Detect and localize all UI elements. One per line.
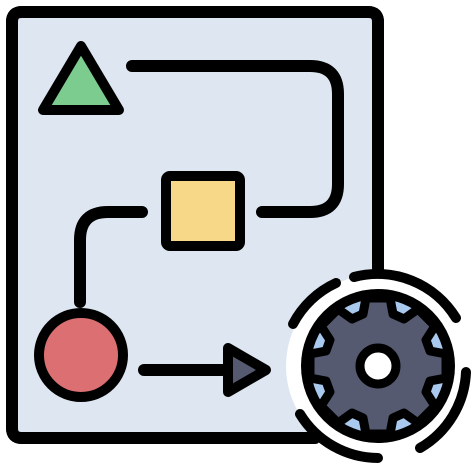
gear-icon xyxy=(286,268,471,463)
arrow-right-icon xyxy=(138,343,271,397)
document-outline-top xyxy=(6,6,384,444)
triangle-shape xyxy=(38,41,124,115)
circle-shape xyxy=(34,308,128,402)
gear-hub xyxy=(355,343,401,389)
connector-triangle-to-square xyxy=(126,60,344,218)
connector-square-to-circle xyxy=(74,206,148,308)
square-shape xyxy=(161,171,245,251)
